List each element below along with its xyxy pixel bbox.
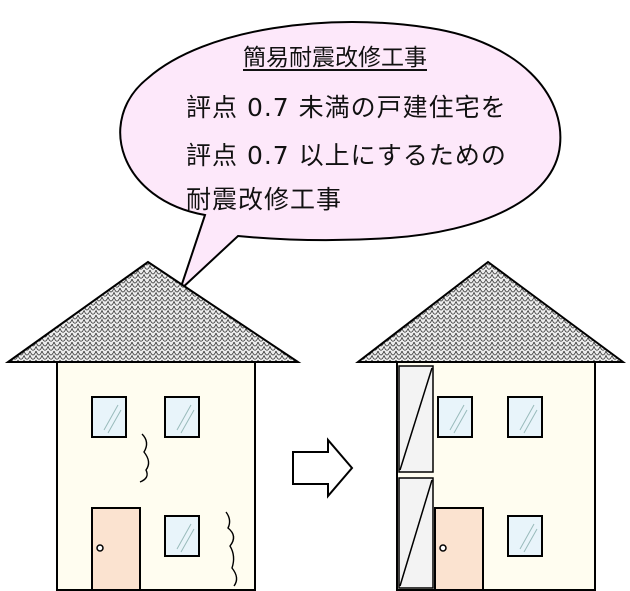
bubble-shape	[119, 21, 562, 291]
house-before-window-2	[164, 396, 200, 438]
brace-lower	[399, 479, 433, 587]
brace-upper	[399, 367, 433, 471]
speech-bubble	[119, 21, 562, 291]
wall-crack-2	[225, 511, 238, 587]
window-glint	[449, 404, 538, 553]
house-before-roof	[4, 260, 302, 363]
window-glint	[103, 404, 195, 553]
door-knob	[439, 544, 447, 552]
bubble-line-2: 評点 0.7 以上にするための	[186, 141, 507, 170]
right-arrow-outline-icon	[292, 437, 354, 499]
door-knob	[96, 544, 104, 552]
wall-crack-1	[139, 433, 150, 483]
bubble-title: 簡易耐震改修工事	[243, 45, 427, 71]
house-after-roof	[355, 260, 627, 363]
bubble-line-1: 評点 0.7 未満の戸建住宅を	[186, 93, 507, 122]
house-after	[355, 260, 627, 591]
house-before	[4, 260, 302, 591]
house-before-wall	[56, 361, 256, 591]
bubble-line-3: 耐震改修工事	[186, 185, 343, 214]
